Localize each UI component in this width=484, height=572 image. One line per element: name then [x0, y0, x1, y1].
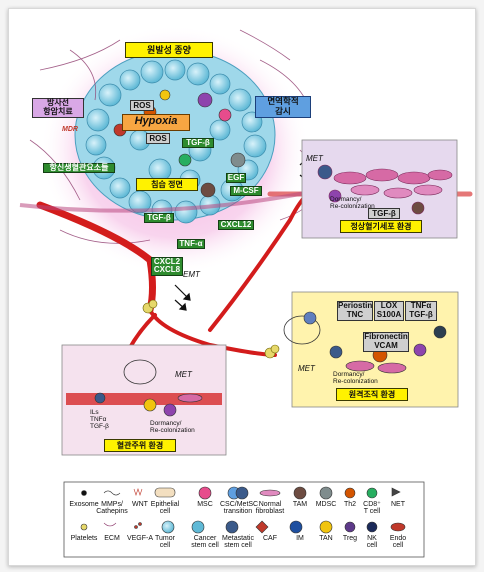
legend-label-net: NET [391, 501, 405, 508]
dormancy-right-label: Dormancy/ Re-colonization [330, 196, 375, 210]
ils-label: ILs TNFα TGF-β [90, 409, 109, 430]
cxcl12-label: CXCL12 [218, 220, 254, 231]
radiation-therapy-label: 방사선 항암치료 [32, 98, 84, 118]
perivascular-env-label: 혈관주위 환경 [104, 439, 176, 452]
legend-label-metastatic-stem-cell: Metastatic stem cell [222, 535, 254, 550]
normal-tissue-cells [317, 164, 453, 215]
legend-label-platelets: Platelets [70, 535, 98, 542]
normal-tissue-env-label: 정상혈기세포 환경 [340, 220, 422, 233]
legend-label-cd8-t-cell: CD8⁺ T cell [363, 501, 381, 516]
legend-label-im: IM [296, 535, 304, 542]
tnfa-vessel-label: TNF-α [177, 239, 205, 250]
egf-label: EGF [226, 173, 246, 184]
met-right-label: MET [306, 154, 323, 163]
hypoxia-label: Hypoxia [122, 114, 190, 131]
legend-label-th2: Th2 [343, 501, 357, 508]
legend-label-endo-cell: Endo cell [389, 535, 407, 550]
invasion-front-label: 침습 정면 [136, 178, 198, 191]
legend-label-mmps-cathepins: MMPs/ Cathepins [96, 501, 128, 516]
ros-mid-label: ROS [146, 133, 170, 144]
legend-label-normal-fibroblast: Normal fibroblast [255, 501, 285, 516]
legend-label-tumor-cell: Tumor cell [155, 535, 175, 550]
ros-top-label: ROS [130, 100, 154, 111]
distant-env-label: 원격조직 환경 [336, 388, 408, 401]
perivascular-cells [66, 359, 222, 417]
legend-label-exosome: Exosome [69, 501, 99, 508]
legend-label-msc: MSC [197, 501, 213, 508]
cxcl2-cxcl8-label: CXCL2 CXCL8 [151, 257, 183, 276]
legend-label-csc-metsc-transition: CSC/MetSC transition [220, 501, 259, 516]
immune-surveillance-label: 면역학적 감시 [255, 96, 311, 118]
met-peri-label: MET [175, 370, 192, 379]
primary-tumor-label: 원발성 종양 [125, 42, 213, 58]
mcsf-label: M-CSF [230, 186, 262, 197]
vessel-band [19, 186, 331, 213]
legend-label-ecm: ECM [104, 535, 120, 542]
legend-label-treg: Treg [342, 535, 358, 542]
tnfa-tgfb-label: TNFα TGF-β [405, 301, 437, 321]
fibronectin-vcam-label: Fibronectin VCAM [363, 332, 409, 352]
legend-label-epithelial-cell: Epithelial cell [150, 501, 180, 516]
legend-label-tam: TAM [292, 501, 308, 508]
anti-angiogenic-label: 항신생혈관요소들 [43, 163, 115, 174]
legend-label-vegf-a: VEGF-A [126, 535, 154, 542]
dormancy-peri-label: Dormancy/ Re-colonization [150, 420, 195, 434]
tgfb-top-label: TGF-β [182, 138, 214, 149]
legend-label-tan: TAN [319, 535, 333, 542]
tgfb-right-label: TGF-β [368, 208, 400, 219]
met-distant-label: MET [298, 364, 315, 373]
dormancy-distant-label: Dormancy/ Re-colonization [333, 371, 378, 385]
legend-label-caf: CAF [263, 535, 277, 542]
periostin-tnc-label: Periostin TNC [337, 301, 373, 321]
lox-s100a-label: LOX S100A [374, 301, 404, 321]
legend-label-wnt: WNT [132, 501, 148, 508]
emt-label: EMT [183, 270, 200, 279]
mdr-label: MDR [62, 126, 78, 133]
legend-label-nk-cell: NK cell [366, 535, 378, 550]
tgfb-vessel-label: TGF-β [144, 213, 174, 224]
legend-label-mdsc: MDSC [315, 501, 337, 508]
tumor-cells [85, 59, 267, 224]
legend-icons [80, 486, 406, 534]
legend-label-cancer-stem-cell: Cancer stem cell [191, 535, 219, 550]
